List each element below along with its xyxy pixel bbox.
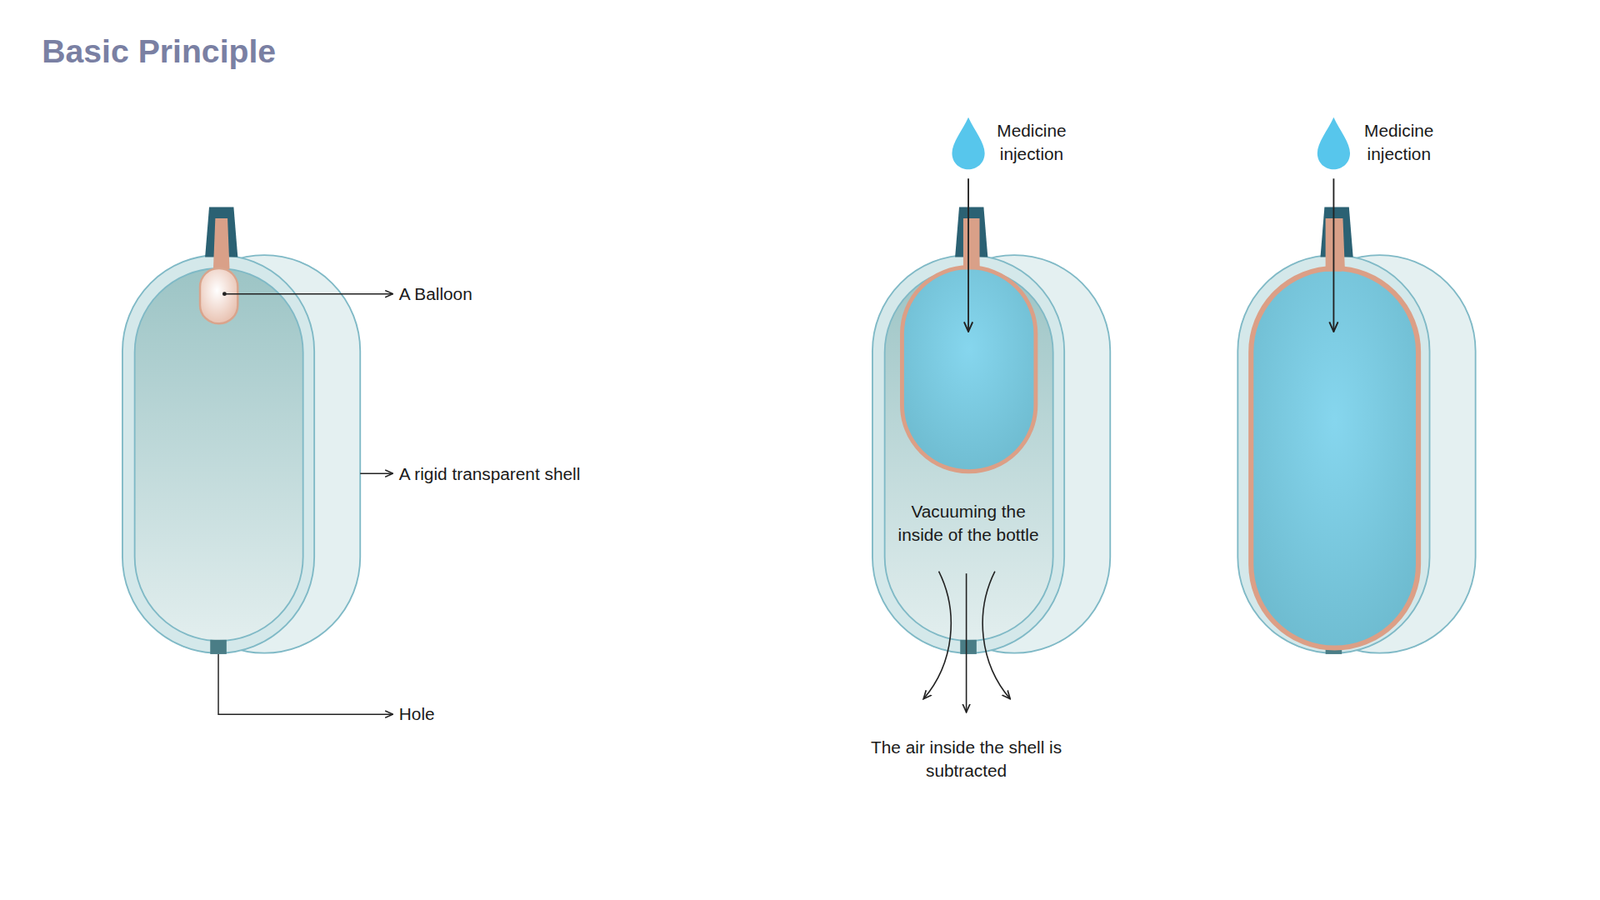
- air-arrow: [923, 571, 951, 700]
- leader-line: [218, 654, 393, 715]
- part-label: The air inside the shell is subtracted: [844, 735, 1090, 783]
- drop-icon: [1317, 117, 1350, 170]
- diagram-title: Basic Principle: [41, 31, 276, 71]
- balloon: [1250, 268, 1419, 649]
- part-label: A Balloon: [399, 282, 473, 306]
- shell-figure: [122, 207, 360, 655]
- balloon: [200, 268, 238, 324]
- drop-icon: [951, 117, 985, 170]
- part-label: Medicine injection: [975, 119, 1089, 166]
- flow-arrow: [967, 178, 970, 332]
- part-label: Vacuuming the inside of the bottle: [896, 500, 1040, 547]
- flow-arrow: [1333, 178, 1335, 332]
- part-label: Hole: [399, 702, 435, 726]
- part-label: A rigid transparent shell: [399, 461, 581, 485]
- leader-line: [360, 472, 393, 474]
- part-label: Medicine injection: [1342, 119, 1455, 166]
- air-arrow: [982, 571, 1010, 700]
- air-arrow: [965, 573, 968, 713]
- leader-line: [224, 293, 393, 295]
